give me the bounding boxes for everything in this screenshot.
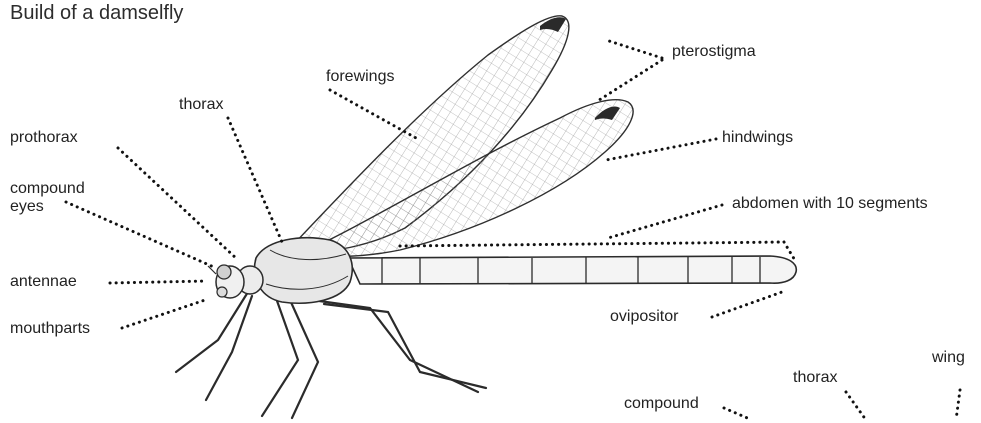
label-compound-eyes-line2: eyes <box>10 198 44 216</box>
label-wing-secondary: wing <box>932 349 965 367</box>
label-abdomen: abdomen with 10 segments <box>732 195 928 213</box>
legs <box>176 292 486 418</box>
label-ovipositor: ovipositor <box>610 308 678 326</box>
label-compound-secondary: compound <box>624 395 699 413</box>
label-compound-eyes-line1: compound <box>10 180 85 198</box>
label-pterostigma: pterostigma <box>672 43 756 61</box>
thorax-shape <box>254 238 352 303</box>
label-hindwings: hindwings <box>722 129 793 147</box>
abdomen <box>348 256 796 284</box>
label-prothorax: prothorax <box>10 129 78 147</box>
label-thorax-secondary: thorax <box>793 369 837 387</box>
label-mouthparts: mouthparts <box>10 320 90 338</box>
compound-eye-shape <box>217 265 231 279</box>
label-thorax: thorax <box>179 96 223 114</box>
label-forewings: forewings <box>326 68 394 86</box>
label-antennae: antennae <box>10 273 77 291</box>
